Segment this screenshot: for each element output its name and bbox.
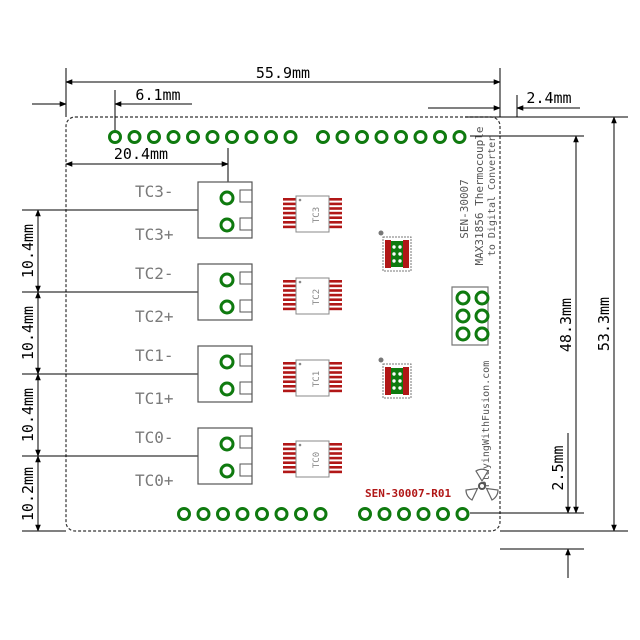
bottom-pin-3 [216,507,230,521]
top-header-pins [108,130,467,144]
dim-offset-connector: 20.4mm [114,145,168,163]
top-pin-16 [413,130,428,144]
chip-label-tc2: TC2 [312,289,322,305]
dim-pitch-3-2: 10.4mm [19,224,37,278]
chip-label-tc3: TC3 [312,207,322,223]
bottom-header-pins [177,507,470,521]
silk-description-line1: MAX31856 Thermocouple [473,126,486,265]
bottom-pin-12 [416,507,431,521]
silk-part-number: SEN-30007 [458,179,471,239]
top-pin-6 [205,130,220,144]
bottom-pin-13 [436,507,450,521]
top-pin-3 [147,130,161,144]
bottom-pin-2 [196,507,211,521]
bottom-pin-7 [294,507,308,521]
smd-array-lower [378,357,412,399]
top-pin-7 [225,130,239,144]
dim-height-total: 53.3mm [595,297,613,351]
bottom-pin-14 [455,507,470,521]
terminal-block-tc0 [197,427,253,485]
top-pin-2 [127,130,142,144]
top-pin-15 [394,130,408,144]
bottom-pin-8 [313,507,328,521]
terminal-label-tc0-neg: TC0- [135,428,174,447]
top-pin-14 [374,130,389,144]
top-pin-17 [433,130,447,144]
dim-offset-right: 2.4mm [526,89,571,107]
chip-label-tc1: TC1 [312,371,322,387]
bottom-pin-10 [377,507,392,521]
terminal-label-tc1-neg: TC1- [135,346,174,365]
board-outline [65,116,501,532]
top-pin-12 [335,130,350,144]
bottom-pin-4 [235,507,250,521]
chip-tc3: TC3 [283,195,342,233]
top-pin-10 [283,130,298,144]
dim-bottom-tc0: 10.2mm [19,467,37,521]
dimension-lines [22,68,628,578]
top-pin-4 [166,130,181,144]
terminal-label-tc3-pos: TC3+ [135,225,174,244]
dim-offset-left-pin: 6.1mm [135,86,180,104]
chip-tc2: TC2 [283,277,342,315]
bottom-pin-1 [177,507,191,521]
terminal-label-tc3-neg: TC3- [135,182,174,201]
top-pin-1 [108,130,122,144]
terminal-label-tc0-pos: TC0+ [135,471,174,490]
bottom-pin-9 [358,507,372,521]
dim-pitch-2-1: 10.4mm [19,306,37,360]
smd-array-upper [378,230,412,272]
terminal-block-tc3 [197,181,253,239]
dim-width-total: 55.9mm [256,64,310,82]
top-pin-9 [264,130,278,144]
dim-bottom-pins: 2.5mm [549,445,567,490]
terminal-label-tc2-pos: TC2+ [135,307,174,326]
terminal-label-tc2-neg: TC2- [135,264,174,283]
silk-description-line2: to Digital Converter [487,136,498,256]
terminal-label-tc1-pos: TC1+ [135,389,174,408]
top-pin-18 [452,130,467,144]
terminal-block-tc2 [197,263,253,321]
chip-tc0: TC0 [283,440,342,478]
chip-label-tc0: TC0 [312,452,322,468]
top-pin-8 [244,130,259,144]
bottom-pin-6 [274,507,289,521]
top-pin-13 [355,130,369,144]
top-pin-11 [316,130,330,144]
dim-pitch-1-0: 10.4mm [19,388,37,442]
bottom-pin-11 [397,507,411,521]
fusion-logo-icon [465,468,499,501]
bottom-pin-5 [255,507,269,521]
silk-board-revision: SEN-30007-R01 [365,487,451,500]
dim-height-mount: 48.3mm [557,298,575,352]
icsp-header-2x3 [451,286,490,346]
top-pin-5 [186,130,200,144]
silk-website: PlayingWithFusion.com [481,361,492,487]
terminal-block-tc1 [197,345,253,403]
chip-tc1: TC1 [283,359,342,397]
